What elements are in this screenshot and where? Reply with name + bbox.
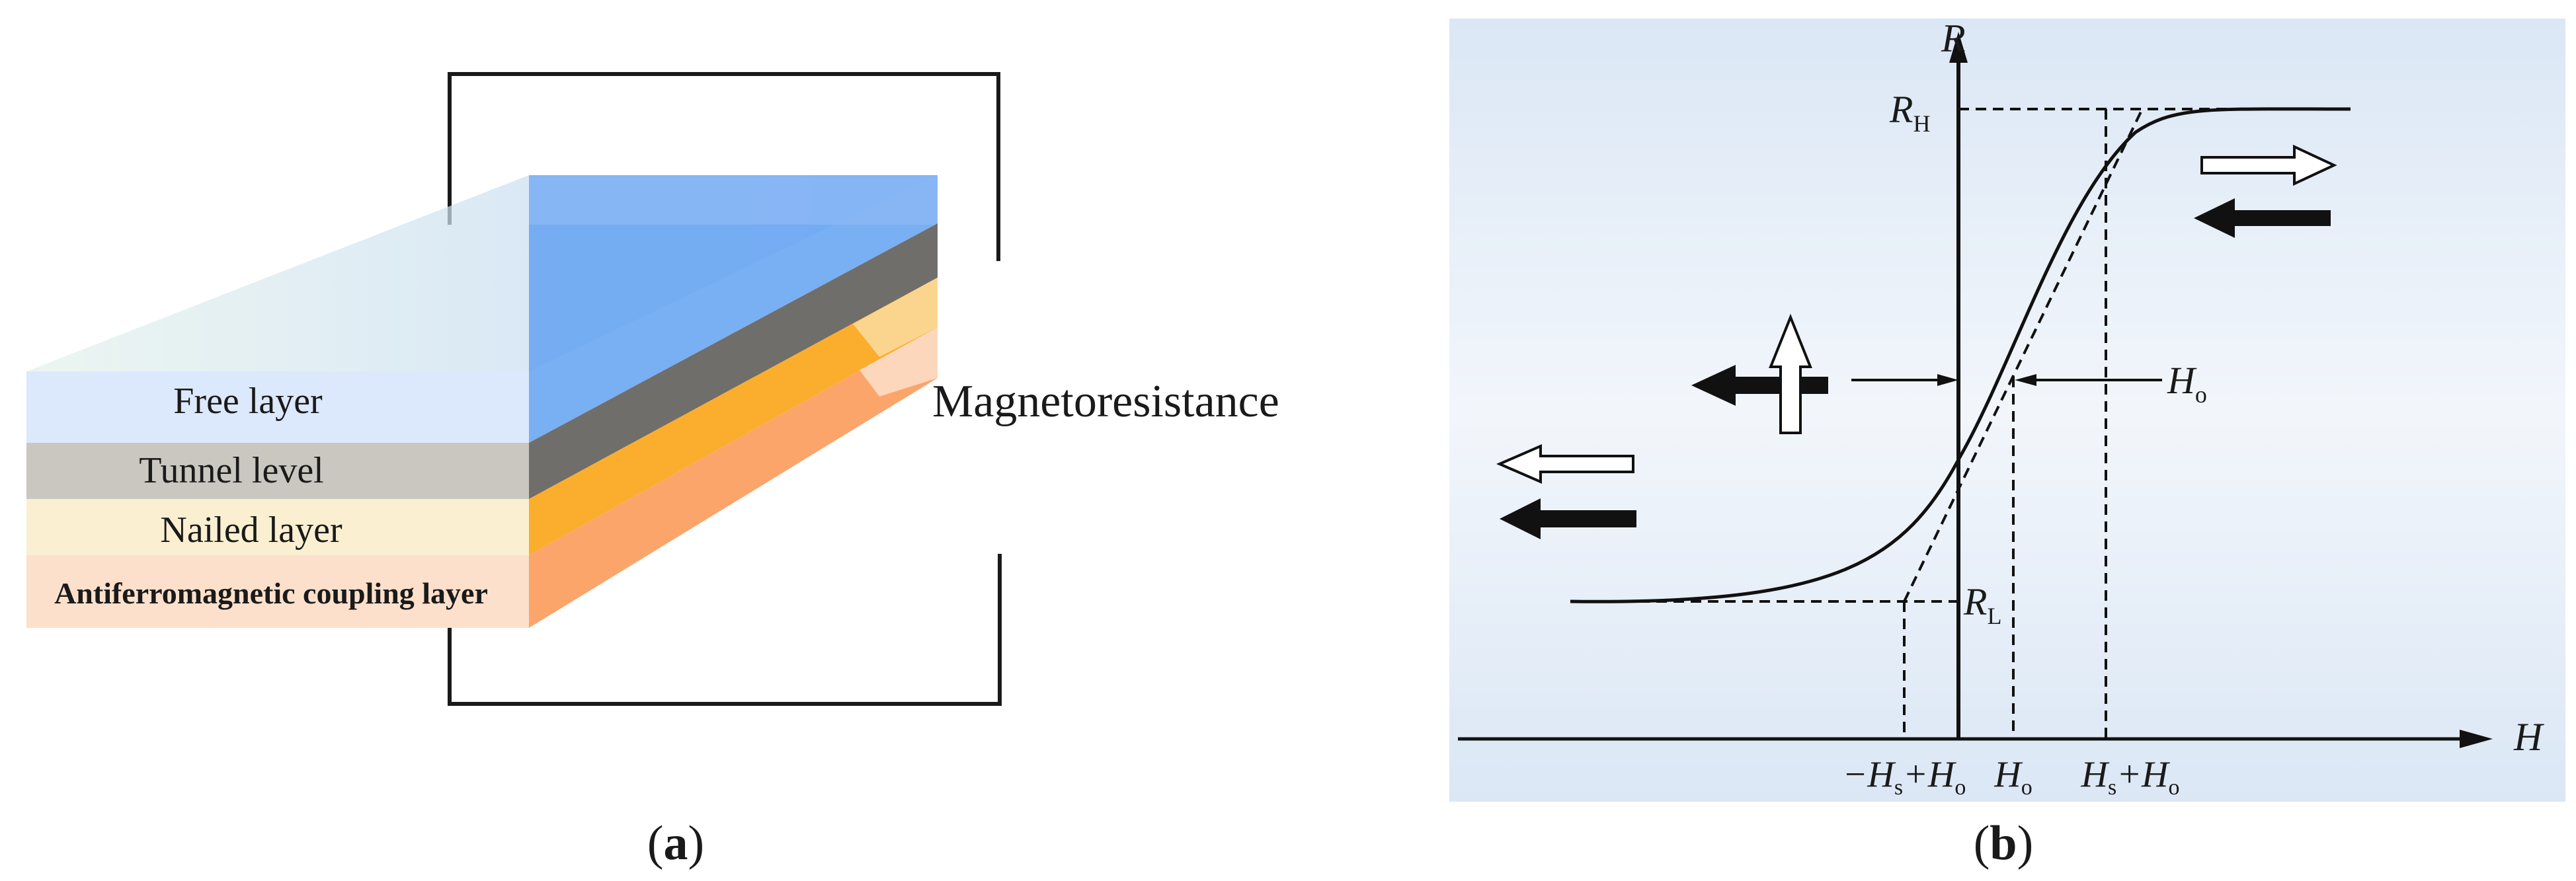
afm-layer-label: Antiferromagnetic coupling layer — [54, 576, 488, 610]
offset-arrow-right-head — [2015, 374, 2036, 386]
free-layer-front — [26, 371, 529, 443]
plot-background — [1449, 19, 2565, 802]
nailed-side — [529, 278, 938, 555]
afm-side-light — [860, 327, 938, 397]
nailed-side-light — [853, 278, 938, 357]
y-axis-arrow — [1949, 32, 1968, 63]
panel-b: R H RH RL Ho −Hs+Ho Ho Hs+Ho — [1449, 17, 2565, 870]
solid-arrow-left-icon — [2194, 198, 2331, 238]
tangent-line — [1903, 108, 2144, 602]
free-layer-side-top — [529, 175, 938, 225]
tick-hs-plus-ho: Hs+Ho — [2081, 754, 2180, 800]
x-axis-arrow — [2460, 730, 2493, 748]
nailed-layer-label: Nailed layer — [160, 510, 342, 551]
free-layer-label: Free layer — [173, 381, 323, 422]
solid-arrow-left-low-icon — [1500, 498, 1636, 539]
tunnel-layer-front — [26, 443, 529, 499]
panel-a: Free layer Tunnel level Nailed layer Ant… — [26, 72, 1279, 870]
tunnel-side — [529, 223, 938, 499]
tick-ho: Ho — [1993, 754, 2032, 800]
magnetoresistance-curve — [1570, 107, 2351, 603]
tunnel-level-label: Tunnel level — [139, 450, 323, 491]
offset-arrow-left-head — [1937, 374, 1958, 386]
hollow-arrow-right-icon — [2200, 144, 2337, 186]
panel-b-caption: (b) — [1974, 816, 2033, 870]
magnetoresistance-label: Magnetoresistance — [932, 376, 1279, 427]
panel-a-caption: (a) — [647, 816, 704, 870]
solid-arrow-left-mid-icon — [1691, 365, 1828, 406]
wire-bottom — [448, 554, 1002, 706]
hollow-arrow-left-icon — [1496, 443, 1634, 484]
ho-offset-label: Ho — [2167, 359, 2207, 408]
free-layer-side — [529, 175, 938, 443]
afm-layer-front — [26, 555, 529, 628]
nailed-layer-front — [26, 499, 529, 555]
wire-top — [448, 72, 1000, 261]
hollow-arrow-up-icon — [1769, 313, 1812, 434]
rl-label: RL — [1963, 580, 2001, 629]
rh-label: RH — [1889, 88, 1930, 137]
tick-neg-hs-plus-ho: −Hs+Ho — [1843, 754, 1966, 800]
afm-side — [529, 327, 938, 628]
x-axis-label: H — [2513, 715, 2545, 759]
y-axis-label: R — [1941, 17, 1966, 60]
